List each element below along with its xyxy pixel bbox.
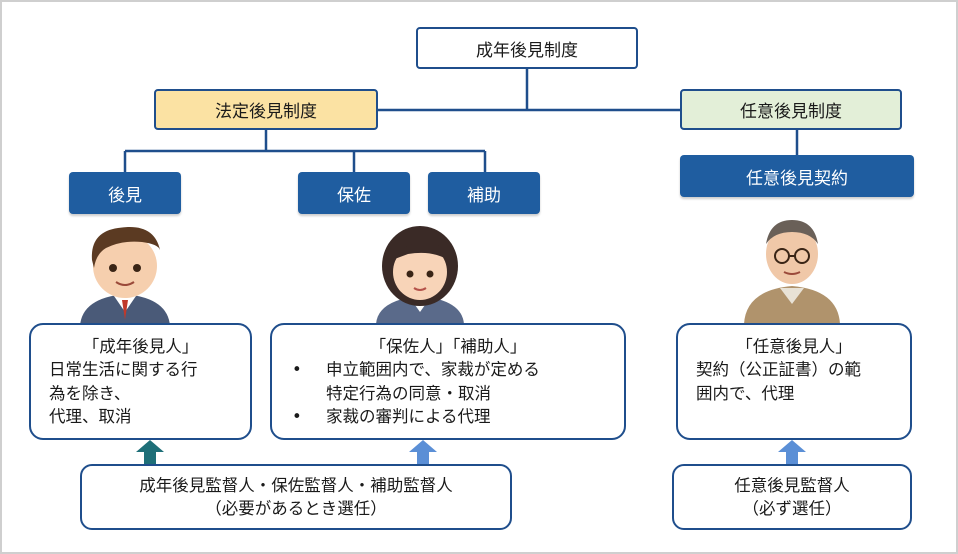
- kouken-line: 代理、取消: [49, 407, 132, 427]
- hosa-hojo-description: 「保佐人」「補助人」 申立範囲内で、家裁が定める 特定行為の同意・取消 家裁の審…: [270, 323, 626, 440]
- elderly-man-illustration: [744, 220, 840, 324]
- voluntary-supervisor-line: 任意後見監督人: [734, 476, 850, 495]
- kouken-line: 為を除き、: [49, 383, 131, 403]
- hosa-box: 保佐: [298, 172, 410, 214]
- man-illustration: [80, 226, 170, 326]
- arrow-up-icon: [409, 440, 437, 464]
- voluntary-supervisor-box: 任意後見監督人 （必ず選任）: [672, 464, 912, 530]
- list-item-text: 特定行為の同意・取消: [326, 383, 491, 403]
- legal-supervisor-box: 成年後見監督人・保佐監督人・補助監督人 （必要があるとき選任）: [80, 464, 512, 530]
- list-item: 家裁の審判による代理: [290, 405, 624, 429]
- woman-illustration: [376, 226, 464, 324]
- legal-supervisor-note: （必要があるとき選任）: [205, 499, 387, 519]
- list-item: 申立範囲内で、家裁が定める 特定行為の同意・取消: [290, 358, 624, 405]
- voluntary-contract-box: 任意後見契約: [680, 155, 914, 197]
- voluntary-description: 「任意後見人」 契約（公正証書）の範 囲内で、代理: [676, 323, 912, 440]
- kouken-description: 「成年後見人」 日常生活に関する行 為を除き、 代理、取消: [29, 323, 252, 440]
- title-box: 成年後見制度: [416, 27, 638, 69]
- voluntary-guardianship-box: 任意後見制度: [680, 89, 902, 130]
- hosa-hojo-heading: 「保佐人」「補助人」: [369, 337, 527, 356]
- hosa-hojo-list: 申立範囲内で、家裁が定める 特定行為の同意・取消 家裁の審判による代理: [290, 358, 624, 429]
- kouken-box: 後見: [69, 172, 181, 214]
- kouken-line: 日常生活に関する行: [49, 360, 198, 380]
- arrow-up-icon: [136, 440, 164, 464]
- voluntary-heading: 「任意後見人」: [736, 337, 852, 356]
- voluntary-supervisor-note: （必ず選任）: [742, 499, 842, 519]
- list-item-text: 家裁の審判による代理: [326, 407, 491, 427]
- legal-guardianship-box: 法定後見制度: [154, 89, 378, 130]
- list-item-text: 申立範囲内で、家裁が定める: [326, 360, 540, 380]
- legal-supervisor-line: 成年後見監督人・保佐監督人・補助監督人: [139, 476, 453, 495]
- voluntary-line: 囲内で、代理: [696, 383, 795, 403]
- kouken-heading: 「成年後見人」: [82, 337, 199, 356]
- hojo-box: 補助: [428, 172, 540, 214]
- arrow-up-icon: [778, 440, 806, 464]
- voluntary-line: 契約（公正証書）の範: [696, 360, 861, 380]
